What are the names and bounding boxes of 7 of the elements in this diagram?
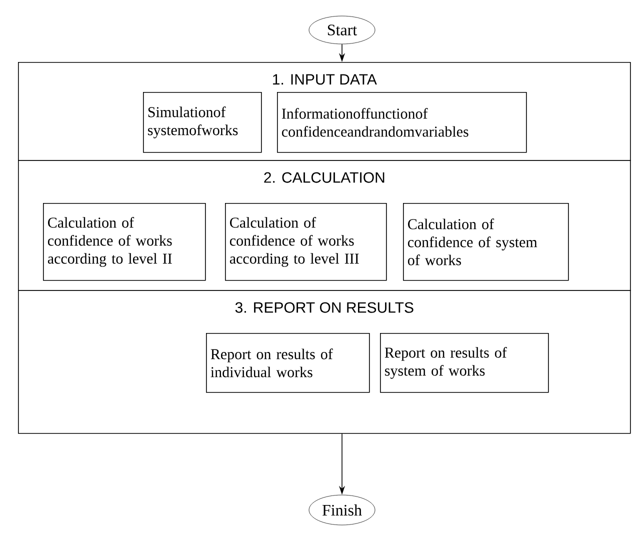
process-box: Calculation of confidence of works according to level III (225, 203, 387, 281)
process-box: Report on results of individual works (206, 333, 370, 393)
process-box: Simulationof systemofworks (143, 92, 262, 153)
process-box: Calculation of confidence of works according to level II (43, 203, 206, 281)
process-box: Informationoffunctionof confidenceandrandomvariables (277, 92, 527, 153)
process-box: Report on results of system of works (380, 333, 549, 393)
process-box: Calculation of confidence of system of works (403, 203, 569, 281)
